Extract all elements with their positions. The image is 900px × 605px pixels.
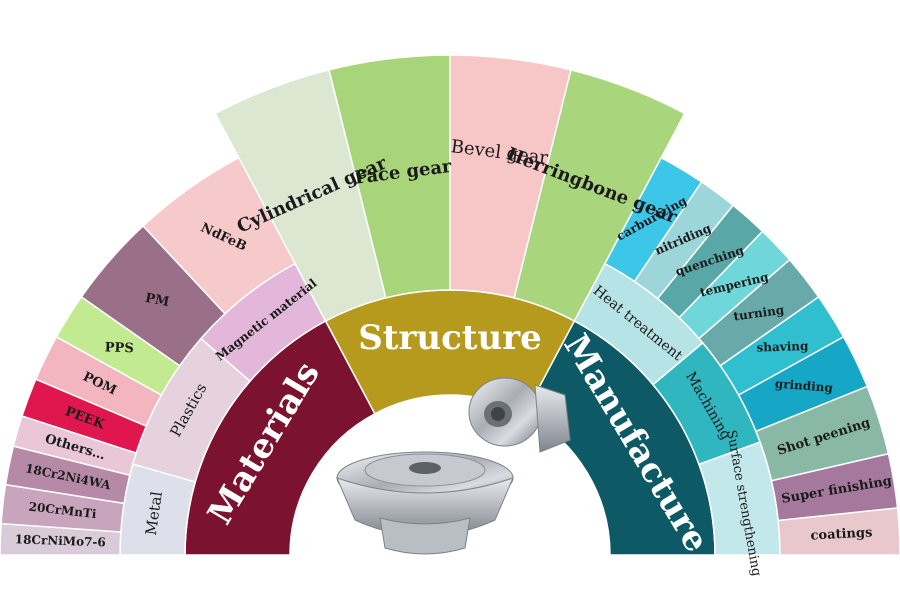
- structure-item-0: [214, 68, 387, 323]
- manufacture-item-5: [719, 295, 845, 397]
- manufacture-item-6: [737, 335, 869, 433]
- metal-label: Metal: [142, 490, 166, 536]
- material-item-4: [21, 378, 148, 454]
- material-item-2: [4, 445, 131, 505]
- material-item-label-6: PPS: [105, 340, 134, 356]
- manufacture-item-label-5: shaving: [756, 339, 809, 355]
- material-item-0: [0, 522, 122, 556]
- structure-item-1: [328, 54, 451, 299]
- manufacture-item-2: [656, 204, 764, 319]
- manufacture-item-0: [603, 156, 703, 283]
- material-item-1: [0, 483, 125, 533]
- material-item-7: [80, 224, 227, 367]
- manufacture-item-7: [754, 385, 890, 482]
- structure-label: Structure: [358, 318, 542, 358]
- material-item-label-0: 18CrNiMo7-6: [14, 532, 106, 549]
- manufacture-item-label-6: grinding: [774, 376, 834, 395]
- structure-item-2: [449, 54, 572, 299]
- material-item-5: [34, 335, 163, 428]
- manufacture-item-3: [678, 230, 791, 340]
- material-item-label-7: PM: [144, 291, 171, 310]
- material-item-6: [55, 295, 181, 397]
- manufacture-item-4: [697, 258, 820, 367]
- manufacture-item-8: [770, 452, 899, 522]
- bevel-gear-image: [336, 377, 571, 555]
- material-item-8: [142, 156, 297, 315]
- material-item-3: [12, 414, 138, 477]
- manufacture-item-1: [633, 180, 735, 300]
- manufacture-item-label-9: coatings: [810, 525, 873, 543]
- structure-item-3: [513, 68, 686, 323]
